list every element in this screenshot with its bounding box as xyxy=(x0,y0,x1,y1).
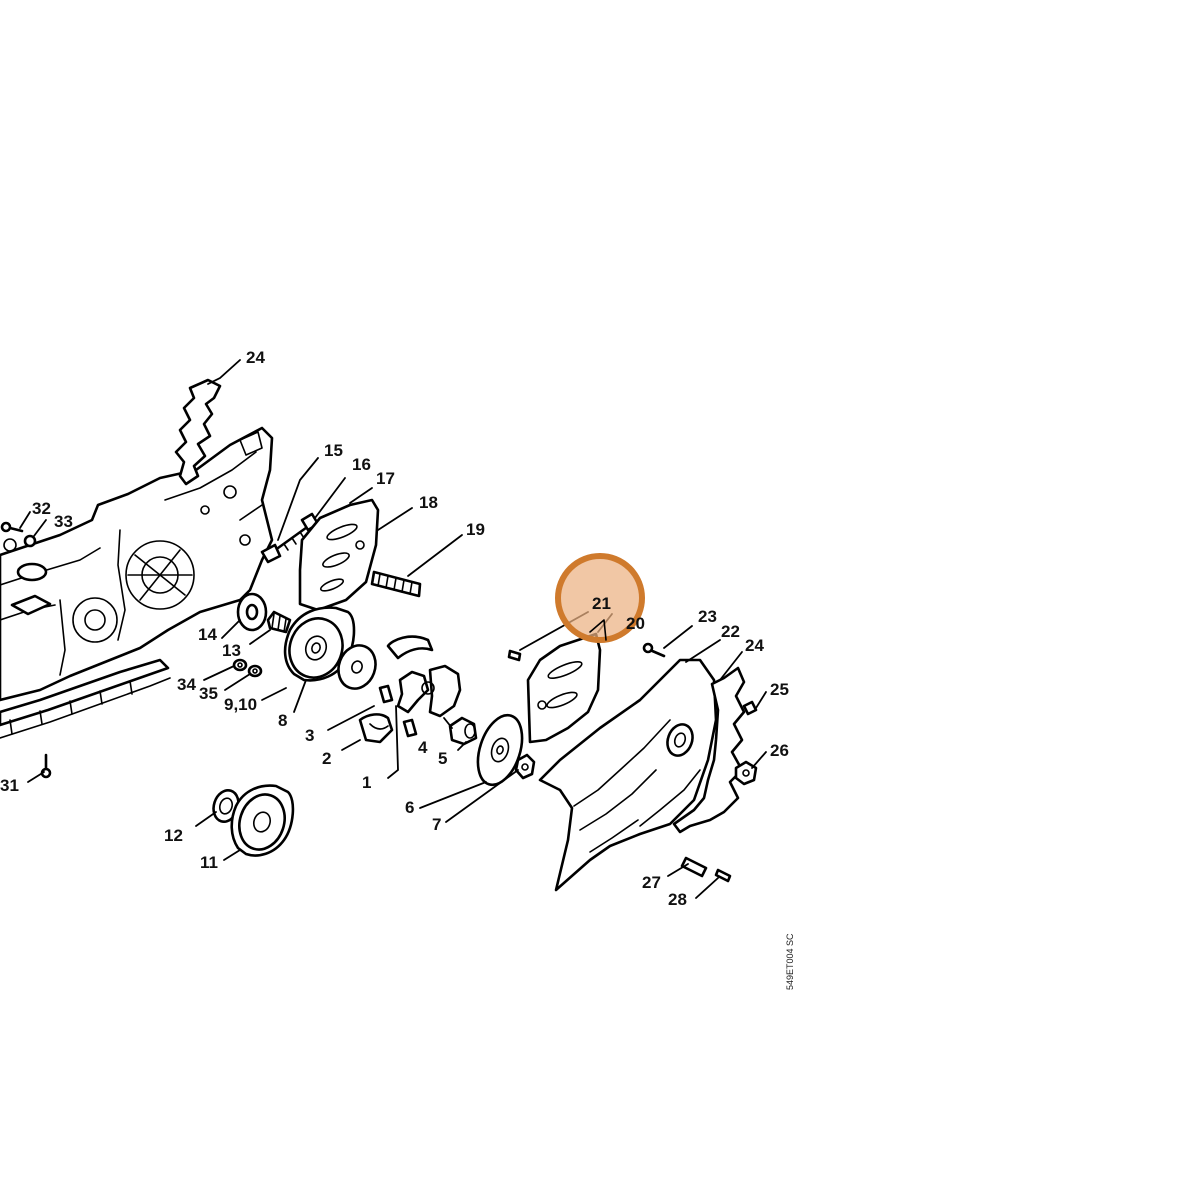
plate-21-edge xyxy=(589,619,607,641)
callout-9-10: 9,10 xyxy=(224,695,257,714)
callout-8: 8 xyxy=(278,711,287,730)
callout-33: 33 xyxy=(54,512,73,531)
needle-cage-13 xyxy=(266,610,292,634)
callout-15: 15 xyxy=(324,441,343,460)
washer-35 xyxy=(247,664,263,678)
figure-code: 549ET004 SC xyxy=(785,933,795,990)
callout-21: 21 xyxy=(592,594,611,613)
bolt-15 xyxy=(260,523,312,564)
callout-31: 31 xyxy=(0,776,19,795)
clutch-carrier xyxy=(396,664,462,718)
nut-25 xyxy=(742,700,758,716)
callout-14: 14 xyxy=(198,625,217,644)
callout-16: 16 xyxy=(352,455,371,474)
sprocket-cover-22 xyxy=(538,658,718,892)
callout-labels: 24 15 16 17 18 19 32 33 14 13 34 35 9,10… xyxy=(0,348,789,909)
callout-22: 22 xyxy=(721,622,740,641)
callout-1: 1 xyxy=(362,773,371,792)
callout-20: 20 xyxy=(626,614,645,633)
crankcase-housing xyxy=(0,426,274,702)
callout-6: 6 xyxy=(405,798,414,817)
callout-19: 19 xyxy=(466,520,485,539)
callout-32: 32 xyxy=(32,499,51,518)
callout-12: 12 xyxy=(164,826,183,845)
plate-21 xyxy=(526,632,602,744)
screw-31 xyxy=(40,753,52,779)
washer-9-10 xyxy=(337,644,377,690)
screw-23 xyxy=(642,642,666,658)
stud-19 xyxy=(370,570,422,598)
callout-5: 5 xyxy=(438,749,447,768)
drum-11 xyxy=(230,784,295,857)
bearing-4 xyxy=(448,716,478,746)
washer-34 xyxy=(232,658,248,672)
callout-17: 17 xyxy=(376,469,395,488)
pin-28 xyxy=(714,868,732,883)
nut-26 xyxy=(734,760,758,786)
nut-7 xyxy=(514,753,536,780)
callout-13: 13 xyxy=(222,641,241,660)
callout-4: 4 xyxy=(418,738,428,757)
leader-lines xyxy=(19,359,767,899)
pin-20 xyxy=(507,649,522,662)
callout-23: 23 xyxy=(698,607,717,626)
washer-14 xyxy=(236,592,268,632)
callout-24-right: 24 xyxy=(745,636,764,655)
gasket-left xyxy=(174,378,222,486)
callout-28: 28 xyxy=(668,890,687,909)
clutch-spring-small xyxy=(378,684,418,738)
callout-18: 18 xyxy=(419,493,438,512)
screw-32 xyxy=(0,521,24,533)
crankcase-gasket xyxy=(0,658,171,739)
callout-26: 26 xyxy=(770,741,789,760)
clutch-shoe-3 xyxy=(386,635,434,660)
sleeve-27 xyxy=(680,856,708,878)
callout-11: 11 xyxy=(200,853,218,872)
washer-33 xyxy=(23,534,37,548)
highlight-circle-21 xyxy=(555,553,645,643)
gasket-right xyxy=(672,666,746,834)
spring-2 xyxy=(358,713,394,744)
callout-25: 25 xyxy=(770,680,789,699)
callout-34: 34 xyxy=(177,675,196,694)
washer-6 xyxy=(476,713,524,787)
callout-24-left: 24 xyxy=(246,348,265,367)
callout-3: 3 xyxy=(305,726,314,745)
callout-27: 27 xyxy=(642,873,661,892)
callout-7: 7 xyxy=(432,815,441,834)
callout-2: 2 xyxy=(322,749,331,768)
callout-35: 35 xyxy=(199,684,218,703)
